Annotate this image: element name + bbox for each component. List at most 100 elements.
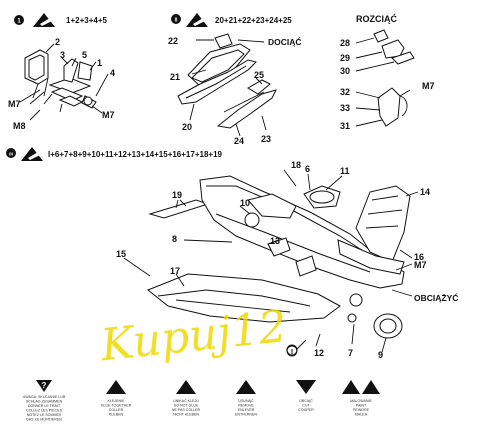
svg-text:KLEJENIE: KLEJENIE	[108, 399, 126, 403]
callout-m7-left: M7	[8, 99, 21, 109]
step-3-sequence: I+6+7+8+9+10+11+12+13+14+15+16+17+18+19	[48, 150, 223, 159]
callout-19: 19	[172, 190, 182, 200]
svg-text:SCHLAG ZUSAMMEN: SCHLAG ZUSAMMEN	[26, 400, 63, 404]
legend: ? UWAGA: SKLEJANIE LUB SCHLAG ZUSAMMEN D…	[23, 380, 380, 422]
svg-text:NICHT KLEBEN: NICHT KLEBEN	[173, 413, 199, 417]
legend-item-6: MALOWANIE PAINT PEINDRE MALEN	[342, 380, 380, 417]
glue-tube-icon	[106, 380, 126, 394]
fuselage-assembly	[123, 169, 419, 356]
callout-4: 4	[110, 68, 115, 78]
canopy-assembly	[177, 33, 277, 137]
down-triangle-icon	[296, 380, 316, 394]
svg-text:COUPER: COUPER	[298, 408, 314, 412]
svg-text:GLUE TOGETHER: GLUE TOGETHER	[101, 404, 132, 408]
step-2-badge	[171, 14, 181, 24]
callout-28: 28	[340, 38, 350, 48]
svg-text:UWAGA: SKLEJANIE LUB: UWAGA: SKLEJANIE LUB	[23, 395, 66, 399]
step-2-sequence: 20+21+22+23+24+25	[215, 16, 292, 25]
callout-20: 20	[182, 122, 192, 132]
watermark: Kupuj12	[97, 301, 289, 371]
callout-32: 33	[340, 103, 350, 113]
callout-i-ring	[286, 345, 298, 357]
step-2-header: II 20+21+22+23+24+25	[171, 13, 292, 27]
callout-30: 30	[340, 66, 350, 76]
paint-pair-icon	[342, 380, 380, 394]
glue-tube-icon	[236, 380, 256, 394]
svg-text:COLLEZ LES PIECES: COLLEZ LES PIECES	[26, 409, 63, 413]
weight-instruction: OBCIĄŻYĆ	[414, 292, 458, 303]
svg-text:ENTFERNEN: ENTFERNEN	[235, 413, 257, 417]
svg-text:REMOVE: REMOVE	[238, 404, 254, 408]
question-mark-icon	[36, 380, 52, 392]
step-1-header: 1 1+2+3+4+5	[14, 13, 107, 27]
callout-6: 6	[305, 164, 310, 174]
callout-15: 15	[116, 249, 126, 259]
callout-25: 25	[254, 70, 264, 80]
callout-17: 17	[170, 266, 180, 276]
callout-10: 10	[240, 198, 250, 208]
svg-text:NE PAS COLLER: NE PAS COLLER	[172, 408, 201, 412]
step-3-header: III I+6+7+8+9+10+11+12+13+14+15+16+17+18…	[6, 147, 223, 161]
svg-text:OBCIĄĆ: OBCIĄĆ	[299, 398, 313, 403]
callout-8: 8	[172, 234, 177, 244]
callout-13: 13	[270, 236, 280, 246]
step-3-badge	[6, 148, 16, 158]
callout-m7-small: M7	[422, 81, 435, 91]
svg-text:?: ?	[42, 381, 47, 390]
callout-2: 2	[55, 37, 60, 47]
callout-m7-right: M7	[102, 110, 115, 120]
callout-21: 21	[170, 72, 180, 82]
legend-item-5: OBCIĄĆ CUT COUPER	[296, 380, 316, 412]
svg-text:KLEBEN: KLEBEN	[109, 413, 124, 417]
cut-instruction: DOCIĄĆ	[268, 36, 302, 47]
step-1-callouts: 2 3 5 1 4 M7 M7 M8	[8, 37, 115, 131]
callout-m7-fuselage: M7	[414, 260, 427, 270]
svg-text:NOTEZ LE SOMMES: NOTEZ LE SOMMES	[27, 413, 62, 417]
spread-instruction: ROZCIĄĆ	[356, 13, 397, 24]
callout-18: 18	[291, 160, 301, 170]
step-1-badge	[14, 15, 24, 25]
step-3-callouts: 19 10 18 6 11 14 8 13 16 15 17 M7 OBCIĄŻ…	[116, 160, 458, 360]
step-2-number: II	[175, 18, 178, 24]
svg-text:DAS ZU MONTIEREN: DAS ZU MONTIEREN	[26, 418, 62, 422]
glue-tube-icon	[33, 13, 55, 27]
callout-11: 11	[340, 166, 350, 176]
callout-31: 31	[340, 121, 350, 131]
legend-item-1: ? UWAGA: SKLEJANIE LUB SCHLAG ZUSAMMEN D…	[23, 380, 66, 422]
svg-text:CUT: CUT	[302, 404, 310, 408]
callout-14: 14	[420, 187, 430, 197]
callout-24: 24	[234, 136, 244, 146]
svg-text:PAINT: PAINT	[356, 404, 367, 408]
callout-23: 23	[261, 134, 271, 144]
svg-text:ENLEVER: ENLEVER	[238, 408, 255, 412]
legend-item-3: UNIKAĆ KLEJU DO NOT GLUE NE PAS COLLER N…	[172, 380, 201, 417]
svg-text:USUNĄĆ: USUNĄĆ	[238, 398, 254, 403]
callout-i: I	[291, 349, 293, 356]
svg-text:PEINDRE: PEINDRE	[353, 408, 370, 412]
legend-item-4: USUNĄĆ REMOVE ENLEVER ENTFERNEN	[235, 380, 257, 417]
svg-text:DONNER LE TRAIT: DONNER LE TRAIT	[28, 404, 61, 408]
callout-29: 29	[340, 53, 350, 63]
callout-9: 9	[378, 350, 383, 360]
callout-22: 22	[168, 36, 178, 46]
step-3-number: III	[9, 152, 13, 157]
svg-text:MALOWANIE: MALOWANIE	[350, 399, 372, 403]
small-parts-group: ROZCIĄĆ 28 29 30 32 33 31 M7	[340, 13, 435, 131]
glue-tube-icon	[21, 147, 43, 161]
callout-3: 3	[60, 50, 65, 60]
step-1-number: 1	[17, 19, 21, 25]
legend-item-2: KLEJENIE GLUE TOGETHER COLLER KLEBEN	[101, 380, 132, 417]
callout-33: 32	[340, 87, 350, 97]
callout-5: 5	[82, 50, 87, 60]
step-2-callouts: 22 DOCIĄĆ 21 25 20 24 23	[168, 36, 302, 146]
svg-text:COLLER: COLLER	[109, 408, 124, 412]
svg-text:MALEN: MALEN	[355, 413, 368, 417]
callout-m8: M8	[13, 121, 26, 131]
callout-12: 12	[314, 348, 324, 358]
callout-1: 1	[97, 58, 102, 68]
callout-7: 7	[348, 348, 353, 358]
svg-text:UNIKAĆ KLEJU: UNIKAĆ KLEJU	[173, 398, 199, 403]
glue-tube-icon	[186, 13, 208, 27]
